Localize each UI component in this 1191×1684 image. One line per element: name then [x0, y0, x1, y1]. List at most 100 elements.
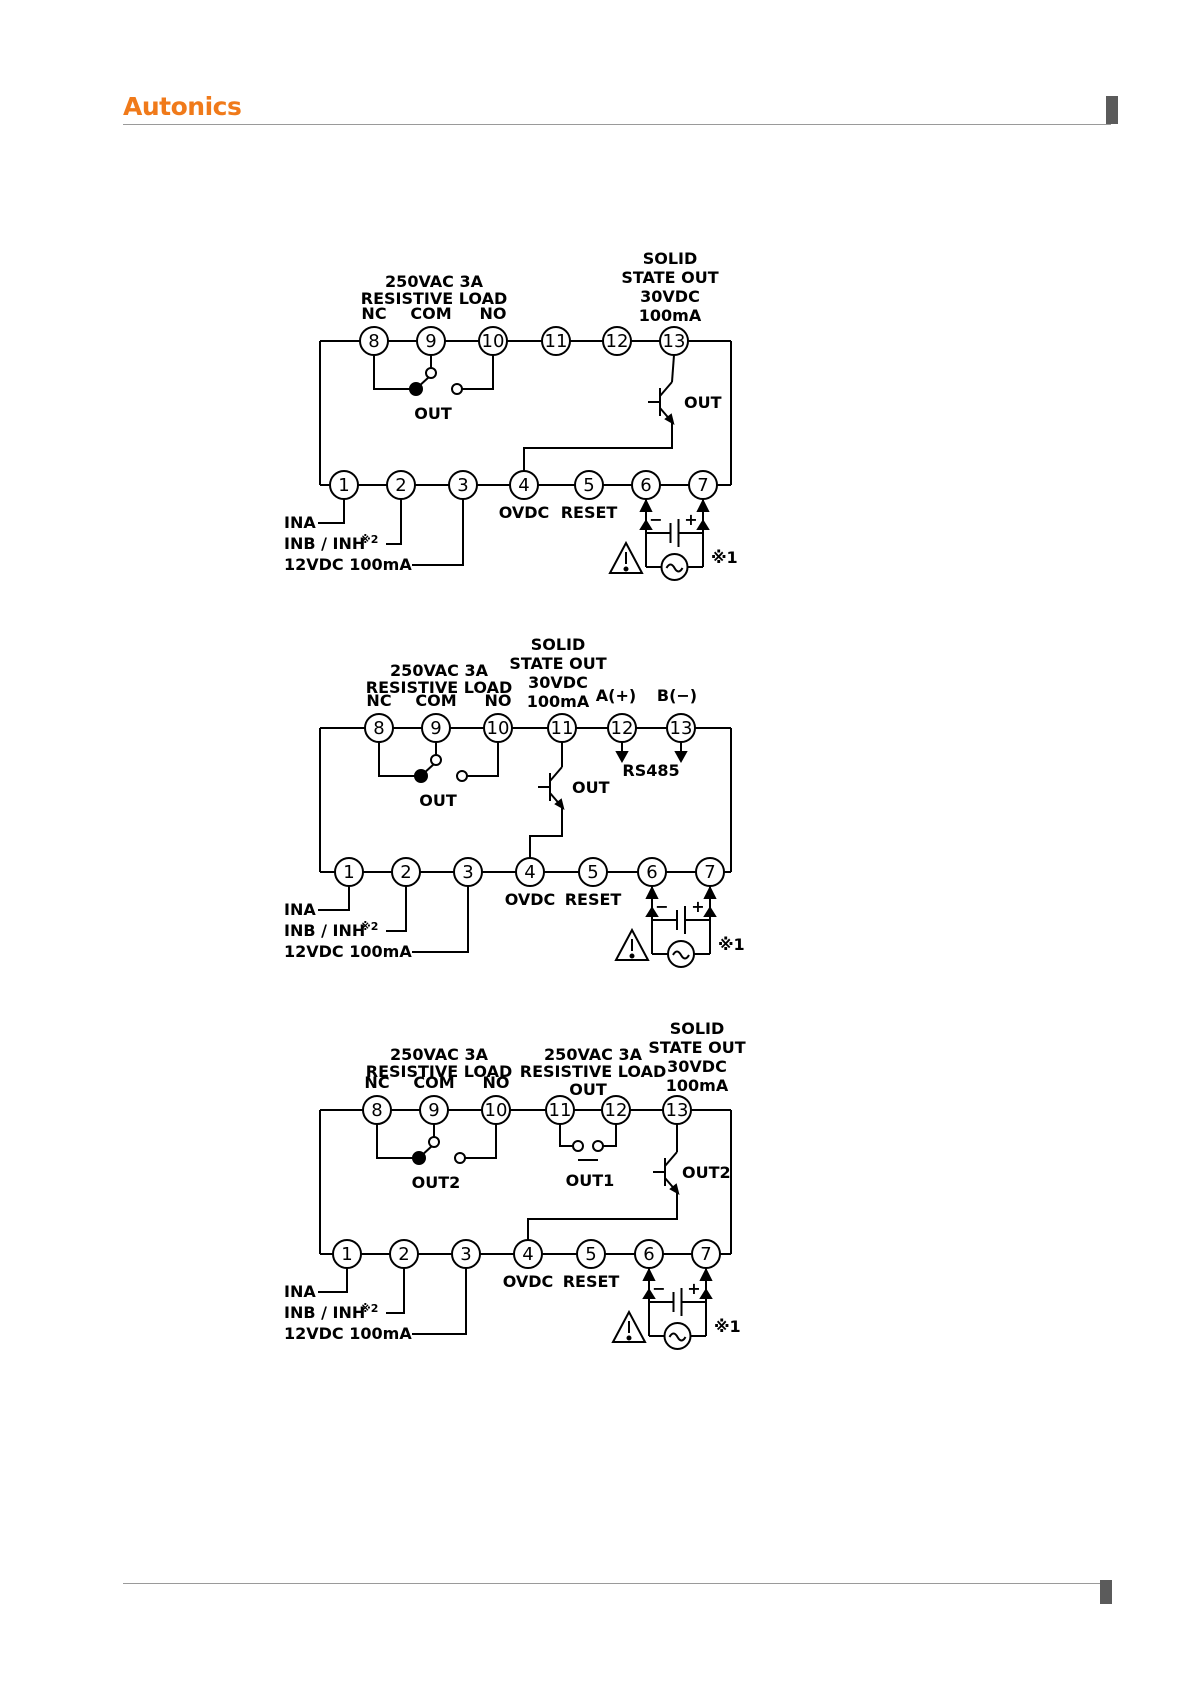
diagram-3-note-mark-2: ※2 [360, 1302, 378, 1315]
diagram-1-polarity-minus: − [649, 510, 662, 529]
diagram-2-terminal-6-number: 6 [646, 862, 657, 883]
diagram-2-warning-dot [629, 953, 635, 959]
diagram-2-terminal-8-number: 8 [373, 718, 384, 739]
diagram-3-ssr-rating-0: SOLID [670, 1019, 725, 1038]
diagram-3-relay2-contact-label: OUT [569, 1080, 607, 1099]
diagram-3-ssr-rating-2: 30VDC [667, 1057, 727, 1076]
diagram-2-label-com: COM [415, 691, 456, 710]
diagram-3-ssr-rating-3: 100mA [666, 1076, 729, 1095]
diagram-1-terminal-8-number: 8 [368, 331, 379, 352]
diagram-2-note-mark-2: ※2 [360, 920, 378, 933]
diagram-3-ssr-label: OUT2 [682, 1163, 731, 1182]
diagram-3-label-com: COM [413, 1073, 454, 1092]
diagram-2-terminal-10-number: 10 [487, 718, 510, 739]
diagram-1-terminal-3-number: 3 [457, 475, 468, 496]
diagram-2-label-nc: NC [366, 691, 391, 710]
diagram-3-wire-relay2-left [559, 1124, 573, 1147]
diagram-3-relay-no-contact [454, 1152, 466, 1164]
diagram-1-warning-dot [623, 566, 629, 572]
diagram-3-transistor-arrow [669, 1183, 680, 1196]
diagram-3-relay-label: OUT2 [412, 1173, 461, 1192]
diagram-2-terminal-3-number: 3 [462, 862, 473, 883]
diagram-2-terminal-2-number: 2 [400, 862, 411, 883]
diagram-1-terminal-5 [574, 470, 604, 500]
diagram-1-wire-inb [386, 499, 402, 545]
diagram-2-label-no: NO [485, 691, 512, 710]
diagram-1-warning-icon [608, 540, 644, 574]
autonics-logo: Autonics [123, 92, 242, 121]
diagram-3-relay2-rating-load: RESISTIVE LOAD [520, 1062, 666, 1081]
diagram-2-relay-rating-volt: 250VAC 3A [390, 661, 489, 680]
diagram-3-note-mark-1: ※1 [714, 1317, 741, 1336]
diagram-3-ssr-rating-1: STATE OUT [648, 1038, 745, 1057]
diagram-3-label-ovdc: OVDC [503, 1272, 554, 1291]
diagram-2-label-ina: INA [284, 900, 316, 919]
diagram-1-terminal-2-number: 2 [395, 475, 406, 496]
diagram-1-terminal-7-number: 7 [697, 475, 708, 496]
diagram-2-terminal-5 [578, 857, 608, 887]
diagram-2-wire-12vdc [412, 886, 469, 953]
diagram-1-terminal-12 [602, 326, 632, 356]
diagram-3-relay-rating-volt: 250VAC 3A [390, 1045, 489, 1064]
diagram-2-arrow-dc-minus [645, 906, 659, 917]
diagram-1-ssr-rating-1: STATE OUT [621, 268, 718, 287]
diagram-2-note-mark-1: ※1 [718, 935, 745, 954]
diagram-1-ssr-rating-3: 100mA [639, 306, 702, 325]
diagram-3-terminal-4 [513, 1239, 543, 1269]
diagram-3-wire-inb [386, 1268, 405, 1314]
diagram-1-arrow-7 [696, 498, 710, 512]
diagram-1-arrow-dc-plus [696, 519, 710, 530]
diagram-3-relay2-rating-volt: 250VAC 3A [544, 1045, 643, 1064]
diagram-1-terminal-11-number: 11 [545, 331, 568, 352]
diagram-1-terminal-10-number: 10 [482, 331, 505, 352]
diagram-2-ssr-rating-3: 100mA [527, 692, 590, 711]
diagram-3-wire-no [465, 1124, 497, 1159]
diagram-1-wire-emitter-ovdc [523, 422, 673, 471]
diagram-1-ac-wave [665, 563, 684, 573]
diagram-2-arrow-dc-plus [703, 906, 717, 917]
diagram-2-ssr-label: OUT [572, 778, 610, 797]
diagram-2-warning-icon [614, 927, 650, 961]
diagram-1-relay-rating-volt: 250VAC 3A [385, 272, 484, 291]
diagram-3-polarity-plus: + [687, 1279, 700, 1298]
diagram-3-wire-ina [318, 1268, 348, 1293]
diagram-1-wire-nc [373, 355, 410, 390]
diagram-1-polarity-plus: + [684, 510, 697, 529]
diagram-1-label-inb-inh: INB / INH [284, 534, 365, 553]
diagram-1-ssr-rating-0: SOLID [643, 249, 698, 268]
diagram-2-transistor-collector [549, 766, 563, 782]
diagram-1-relay-arm [417, 376, 430, 388]
diagram-3-label-no: NO [483, 1073, 510, 1092]
diagram-2-ssr-rating-2: 30VDC [528, 673, 588, 692]
diagram-2-wire-nc [378, 742, 415, 777]
diagram-1-note-mark-2: ※2 [360, 533, 378, 546]
diagram-3-transistor-collector [664, 1151, 678, 1167]
diagram-3-arrow-dc-plus [699, 1288, 713, 1299]
diagram-1-wire-13-collector [671, 354, 675, 383]
diagram-2-terminal-4-number: 4 [524, 862, 535, 883]
diagram-2-arrow-6 [645, 885, 659, 899]
diagram-1-wire-ina [318, 499, 345, 524]
diagram-1-wire-no [462, 355, 494, 390]
diagram-2-terminal-5-number: 5 [587, 862, 598, 883]
diagram-3-polarity-minus: − [652, 1279, 665, 1298]
diagram-3-terminal-1-number: 1 [341, 1244, 352, 1265]
diagram-3-terminal-2-number: 2 [398, 1244, 409, 1265]
diagram-3-terminal-3-number: 3 [460, 1244, 471, 1265]
diagram-2-terminal-13-number: 13 [670, 718, 693, 739]
diagram-1-terminal-5-number: 5 [583, 475, 594, 496]
diagram-2-rs485-arrow-1 [674, 751, 688, 764]
diagram-2-wire-emitter-ovdc [529, 807, 563, 858]
diagram-2-label-12vdc: 12VDC 100mA [284, 942, 412, 961]
diagram-2-label-inb-inh: INB / INH [284, 921, 365, 940]
diagram-3-wire-12vdc [412, 1268, 467, 1335]
diagram-2-terminal-7-number: 7 [704, 862, 715, 883]
diagram-1-relay-label: OUT [414, 404, 452, 423]
diagram-3-warning-icon [611, 1309, 647, 1343]
diagram-3-wire-relay2-right [603, 1124, 617, 1147]
diagram-1-note-mark-1: ※1 [711, 548, 738, 567]
diagram-1-relay-com-pivot [425, 367, 437, 379]
diagram-3-label-nc: NC [364, 1073, 389, 1092]
